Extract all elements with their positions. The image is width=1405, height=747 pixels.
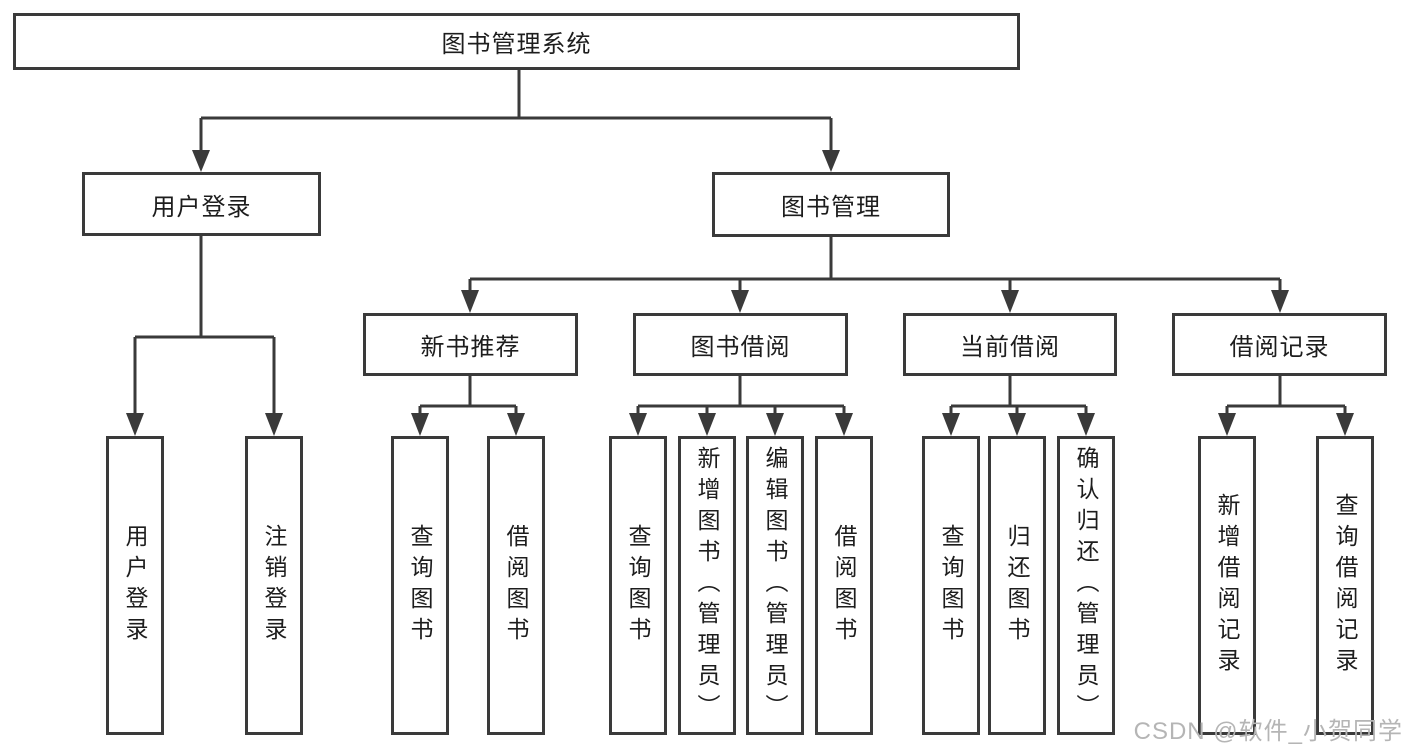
leaf-nbr-query-books: 查询图书 [391, 436, 449, 735]
leaf-br-query-borrow-record: 查询借阅记录 [1316, 436, 1374, 735]
csdn-watermark: CSDN @软件_小贺同学 [1133, 718, 1403, 745]
arrowhead [192, 150, 210, 172]
node-new-book-recommendation: 新书推荐 [363, 313, 578, 376]
arrowhead [1001, 290, 1019, 313]
arrowhead [698, 413, 716, 436]
node-book-management: 图书管理 [712, 172, 950, 237]
arrowhead [1218, 413, 1236, 436]
arrowhead [942, 413, 960, 436]
connector-root-to-level2 [192, 68, 840, 172]
connector-new-book-rec-to-leaves [411, 376, 525, 436]
leaf-bb-borrow-books: 借阅图书 [815, 436, 873, 735]
node-library-management-system: 图书管理系统 [13, 13, 1020, 70]
arrowhead [822, 150, 840, 172]
arrowhead [766, 413, 784, 436]
arrowhead [126, 413, 144, 436]
node-borrowing-records: 借阅记录 [1172, 313, 1387, 376]
leaf-bb-add-books-admin: 新增图书（管理员） [678, 436, 736, 735]
arrowhead [629, 413, 647, 436]
arrowhead [461, 290, 479, 313]
arrowhead [1077, 413, 1095, 436]
node-user-login: 用户登录 [82, 172, 321, 236]
connector-book-management-to-level3 [461, 237, 1289, 313]
leaf-bb-query-books: 查询图书 [609, 436, 667, 735]
arrowhead [731, 290, 749, 313]
node-current-borrowing: 当前借阅 [903, 313, 1117, 376]
arrowhead [1336, 413, 1354, 436]
arrowhead [835, 413, 853, 436]
connector-user-login-to-leaves [126, 236, 283, 436]
arrowhead [265, 413, 283, 436]
arrowhead [411, 413, 429, 436]
node-book-borrowing: 图书借阅 [633, 313, 848, 376]
connector-current-borrow-to-leaves [942, 376, 1095, 436]
arrowhead [507, 413, 525, 436]
arrowhead [1271, 290, 1289, 313]
connector-book-borrow-to-leaves [629, 376, 853, 436]
leaf-nbr-borrow-books: 借阅图书 [487, 436, 545, 735]
leaf-bb-edit-books-admin: 编辑图书（管理员） [746, 436, 804, 735]
connector-borrow-record-to-leaves [1218, 376, 1354, 436]
leaf-user-login: 用户登录 [106, 436, 164, 735]
leaf-logout: 注销登录 [245, 436, 303, 735]
leaf-br-add-borrow-record: 新增借阅记录 [1198, 436, 1256, 735]
leaf-cb-query-books: 查询图书 [922, 436, 980, 735]
leaf-cb-confirm-return-admin: 确认归还（管理员） [1057, 436, 1115, 735]
leaf-cb-return-books: 归还图书 [988, 436, 1046, 735]
arrowhead [1008, 413, 1026, 436]
